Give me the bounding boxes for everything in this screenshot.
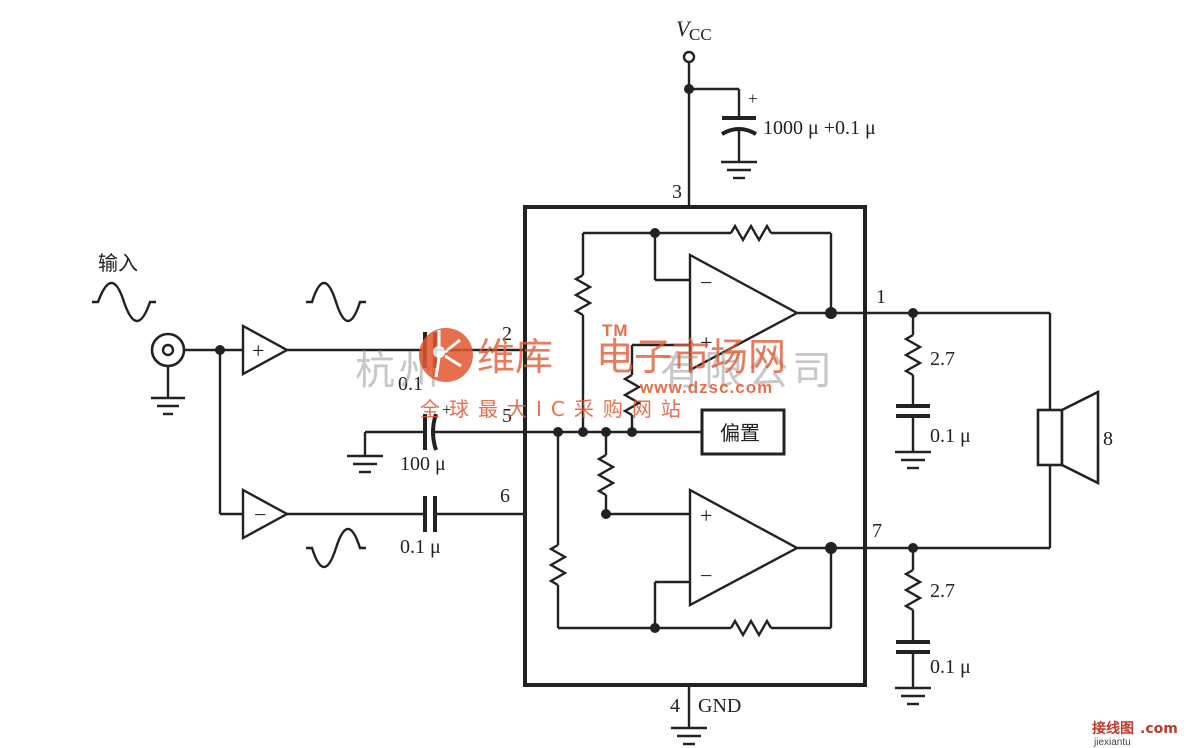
watermark-slogan: 全球最大IC采购网站 <box>420 397 690 421</box>
opamp-bottom-plus: + <box>700 503 712 528</box>
ic-package <box>523 205 867 687</box>
watermark-url: www.dzsc.com <box>639 378 773 397</box>
opamp-top-plus: + <box>700 330 712 355</box>
res-out-bot-label: 2.7 <box>930 580 955 602</box>
bias-block: 偏置 <box>700 408 786 456</box>
watermark-brand-tail: 电子市场网 <box>596 335 786 379</box>
ic-internal-wiring: − + + − <box>525 223 837 638</box>
input-section: 输入 + − <box>92 251 424 569</box>
watermark-tm: TM <box>602 321 629 340</box>
cap-bias-label: 100 μ <box>400 453 446 475</box>
vcc-label: V <box>676 16 692 41</box>
output-network-top: 2.7 0.1 μ <box>831 308 1050 470</box>
vcc-terminal: V CC <box>676 16 741 207</box>
waveform-bottom <box>306 527 366 569</box>
buffer-plus-sign: + <box>252 338 264 363</box>
opamp-bottom: + − <box>688 487 800 607</box>
supply-capacitor: + 1000 μ +0.1 μ <box>720 89 876 180</box>
opamp-top-minus: − <box>700 270 712 295</box>
cap-in-top-label: 0.1 <box>398 373 423 395</box>
bias-capacitor: + 100 μ <box>347 400 525 475</box>
waveform-top <box>306 281 366 323</box>
pin-6-label: 6 <box>500 485 510 507</box>
vcc-subscript: CC <box>689 25 712 44</box>
supply-cap-plus: + <box>748 89 758 108</box>
cap-in-bot-label: 0.1 μ <box>400 536 441 558</box>
cap-out-top-label: 0.1 μ <box>930 425 971 447</box>
pin-3-label: 3 <box>672 181 682 203</box>
corner-logo-com: .com <box>1140 721 1178 737</box>
cap-out-bot-label: 0.1 μ <box>930 656 971 678</box>
gnd-label: GND <box>698 695 741 717</box>
corner-logo: 接线图 .com jiexiantu <box>1092 720 1178 748</box>
pin-7-label: 7 <box>872 520 882 542</box>
buffer-minus-sign: − <box>254 502 266 527</box>
buffer-noninverting: + <box>241 323 290 377</box>
corner-logo-cn: 接线图 <box>1092 720 1134 737</box>
watermark-company-tail: 有限公司 <box>660 348 836 394</box>
buffer-inverting: − <box>241 487 290 541</box>
bias-label: 偏置 <box>720 421 760 445</box>
speaker-icon: 8 <box>1036 313 1113 548</box>
output-network-bottom: 2.7 0.1 μ <box>831 543 1050 706</box>
input-label: 输入 <box>98 251 138 275</box>
input-jack <box>150 332 186 416</box>
res-out-top-label: 2.7 <box>930 348 955 370</box>
supply-cap-label: 1000 μ +0.1 μ <box>763 117 876 139</box>
pin-2-label: 2 <box>502 323 512 345</box>
watermark: 杭州 有限公司 维库 电子市场网 TM www.dzsc.com 全球最大IC采… <box>355 321 836 421</box>
watermark-logo-icon <box>419 328 473 382</box>
input-capacitor-bottom: 0.1 μ <box>400 496 525 558</box>
input-sine-wave <box>92 281 156 323</box>
opamp-bottom-minus: − <box>700 563 712 588</box>
pin-1-label: 1 <box>876 286 886 308</box>
opamp-top: − + <box>688 252 800 372</box>
watermark-brand: 维库 <box>477 335 553 379</box>
pin-4-label: 4 <box>670 695 680 717</box>
pin-5-label: 5 <box>502 405 512 427</box>
pin-8-label: 8 <box>1103 428 1113 450</box>
ground-terminal: 4 GND <box>670 685 741 746</box>
bias-cap-plus: + <box>442 400 452 419</box>
corner-logo-url: jiexiantu <box>1093 737 1131 748</box>
